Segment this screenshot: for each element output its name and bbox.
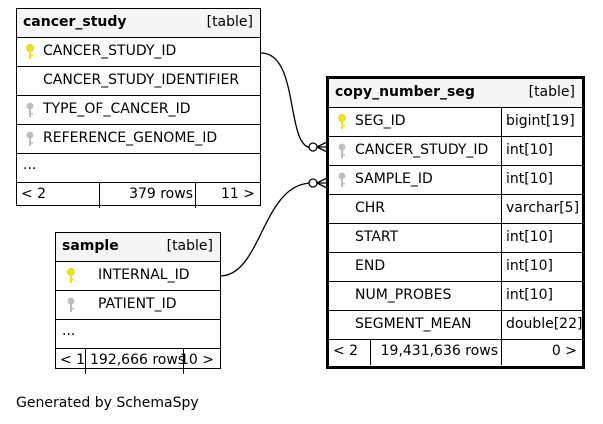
column-name: CHR — [355, 200, 386, 216]
primary-key-icon — [26, 44, 34, 59]
column-row[interactable]: TYPE_OF_CANCER_ID — [17, 96, 260, 125]
table-kind: [table] — [528, 84, 575, 100]
column-name: TYPE_OF_CANCER_ID — [43, 101, 191, 117]
column-name: REFERENCE_GENOME_ID — [43, 130, 218, 146]
link-end-circle-sample — [308, 178, 318, 188]
column-row[interactable]: SEG_ID bigint[19] — [329, 108, 582, 137]
column-type: int[10] — [506, 229, 553, 245]
children-link[interactable]: 10 > — [180, 352, 214, 368]
column-name: CANCER_STUDY_IDENTIFIER — [43, 72, 240, 88]
row-count: 379 rows — [129, 186, 193, 202]
table-copy-number-seg[interactable]: copy_number_seg [table] SEG_ID bigint[19… — [326, 76, 585, 369]
column-type: int[10] — [506, 171, 553, 187]
table-sample[interactable]: sample [table] INTERNAL_ID PATIENT_ID ..… — [55, 232, 221, 374]
table-name: sample — [62, 238, 119, 254]
children-link[interactable]: 0 > — [551, 343, 577, 359]
foreign-key-icon — [26, 102, 34, 117]
link-crowfoot-sample — [316, 177, 328, 189]
column-row[interactable]: REFERENCE_GENOME_ID — [17, 125, 260, 154]
column-type: int[10] — [506, 287, 553, 303]
column-row[interactable]: CHR varchar[5] — [329, 195, 582, 224]
more-columns-ellipsis: ... — [23, 157, 37, 173]
more-columns-row[interactable]: ... — [56, 320, 220, 349]
column-row[interactable]: CANCER_STUDY_ID int[10] — [329, 137, 582, 166]
table-header: copy_number_seg [table] — [329, 79, 582, 108]
column-name: INTERNAL_ID — [98, 267, 190, 283]
column-name: SEG_ID — [355, 113, 406, 129]
table-name: cancer_study — [23, 14, 127, 30]
link-crowfoot-cancer-study — [316, 141, 328, 153]
table-kind: [table] — [206, 14, 253, 30]
column-row[interactable]: START int[10] — [329, 224, 582, 253]
foreign-key-icon — [67, 297, 75, 312]
column-type: varchar[5] — [506, 200, 580, 216]
column-name: START — [355, 229, 399, 245]
more-columns-row[interactable]: ... — [17, 154, 260, 183]
column-name: CANCER_STUDY_ID — [43, 43, 177, 59]
parents-link[interactable]: < 2 — [21, 186, 47, 202]
table-kind: [table] — [166, 238, 213, 254]
table-footer: < 2 379 rows 11 > — [17, 183, 260, 208]
column-type: double[22] — [506, 316, 583, 332]
column-row[interactable]: CANCER_STUDY_IDENTIFIER — [17, 67, 260, 96]
row-count: 192,666 rows — [90, 352, 186, 368]
column-type: int[10] — [506, 258, 553, 274]
column-row[interactable]: PATIENT_ID — [56, 291, 220, 320]
column-row[interactable]: NUM_PROBES int[10] — [329, 282, 582, 311]
row-count: 19,431,636 rows — [380, 343, 498, 359]
column-name: PATIENT_ID — [98, 296, 177, 312]
parents-link[interactable]: < 1 — [60, 352, 86, 368]
column-name: SAMPLE_ID — [355, 171, 433, 187]
table-cancer-study[interactable]: cancer_study [table] CANCER_STUDY_ID CAN… — [16, 8, 261, 208]
table-header: cancer_study [table] — [17, 9, 260, 38]
children-link[interactable]: 11 > — [221, 186, 255, 202]
column-name: NUM_PROBES — [355, 287, 452, 303]
link-sample-to-copy-number-seg — [219, 182, 313, 277]
column-type: bigint[19] — [506, 113, 575, 129]
foreign-key-icon — [26, 131, 34, 146]
more-columns-ellipsis: ... — [62, 323, 76, 339]
link-end-circle-cancer-study — [308, 142, 318, 152]
foreign-key-icon — [338, 143, 346, 158]
column-row[interactable]: SAMPLE_ID int[10] — [329, 166, 582, 195]
column-row[interactable]: END int[10] — [329, 253, 582, 282]
table-name: copy_number_seg — [335, 84, 475, 100]
primary-key-icon — [338, 114, 346, 129]
generated-by-note: Generated by SchemaSpy — [16, 395, 199, 411]
column-type: int[10] — [506, 142, 553, 158]
column-name: END — [355, 258, 386, 274]
table-footer: < 1 192,666 rows 10 > — [56, 349, 220, 374]
column-row[interactable]: SEGMENT_MEAN double[22] — [329, 311, 582, 340]
foreign-key-icon — [338, 172, 346, 187]
primary-key-icon — [67, 268, 75, 283]
link-cancer-study-to-copy-number-seg — [260, 52, 313, 149]
column-row[interactable]: CANCER_STUDY_ID — [17, 38, 260, 67]
column-name: CANCER_STUDY_ID — [355, 142, 489, 158]
table-footer: < 2 19,431,636 rows 0 > — [329, 340, 582, 365]
column-name: SEGMENT_MEAN — [355, 316, 472, 332]
column-row[interactable]: INTERNAL_ID — [56, 262, 220, 291]
table-header: sample [table] — [56, 233, 220, 262]
parents-link[interactable]: < 2 — [333, 343, 359, 359]
